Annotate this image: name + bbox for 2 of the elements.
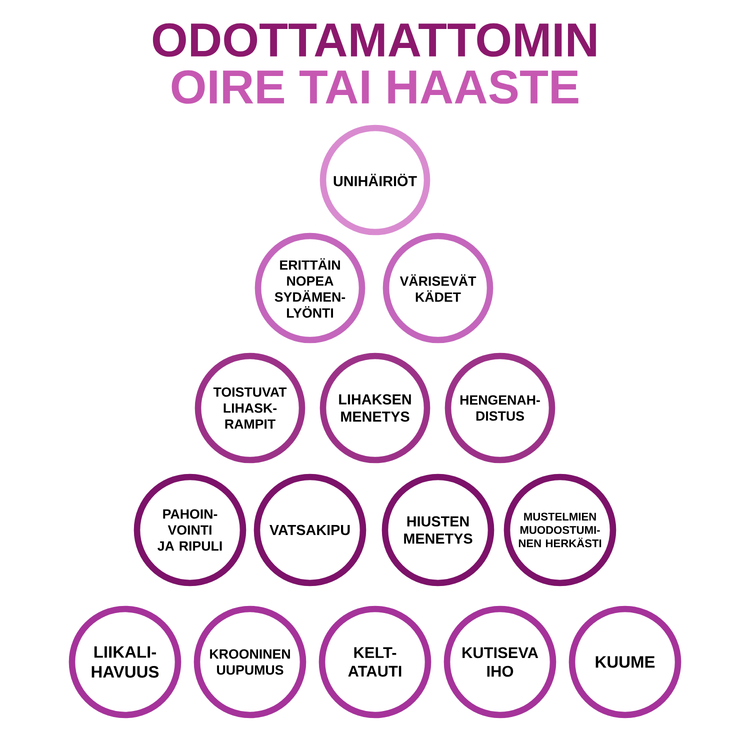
subtitle: OIRE TAI HAASTE [172, 70, 578, 104]
title: ODOTTAMATTOMIN [152, 23, 596, 57]
